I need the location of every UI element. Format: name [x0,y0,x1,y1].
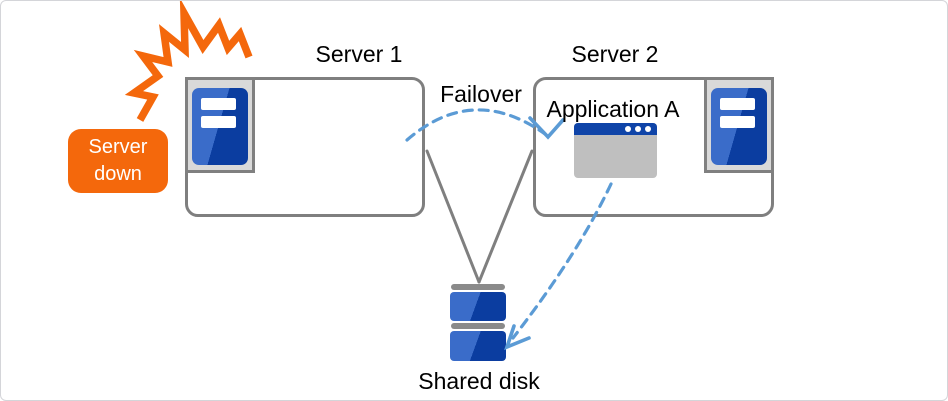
server-chassis [711,88,767,165]
server-slot [720,116,755,128]
disk-block [450,331,506,361]
server2-tower-icon [704,77,774,173]
disk-bar [451,323,505,329]
window-dot-icon [645,126,651,132]
shared-disk-icon [450,284,506,361]
server2-label: Server 2 [571,41,659,67]
application-window-icon [574,123,657,178]
server1-to-disk-line [425,149,481,284]
disk-bar [451,284,505,290]
server-slot [720,98,755,110]
window-dot-icon [625,126,631,132]
server-slot [201,116,236,128]
failover-label: Failover [440,81,522,107]
disk-block [450,292,506,321]
server-slot [201,98,236,110]
app-to-disk-arrowhead-icon [504,324,531,351]
server1-label: Server 1 [315,41,403,67]
application-label: Application A [546,96,680,122]
server1-tower-icon [185,77,255,173]
window-titlebar [574,123,657,135]
failover-arrow-curve [405,108,547,142]
window-dot-icon [635,126,641,132]
shared-disk-label: Shared disk [418,368,540,394]
server-down-badge: Server down [68,129,168,193]
server-chassis [192,88,248,165]
server2-to-disk-line [477,149,534,284]
